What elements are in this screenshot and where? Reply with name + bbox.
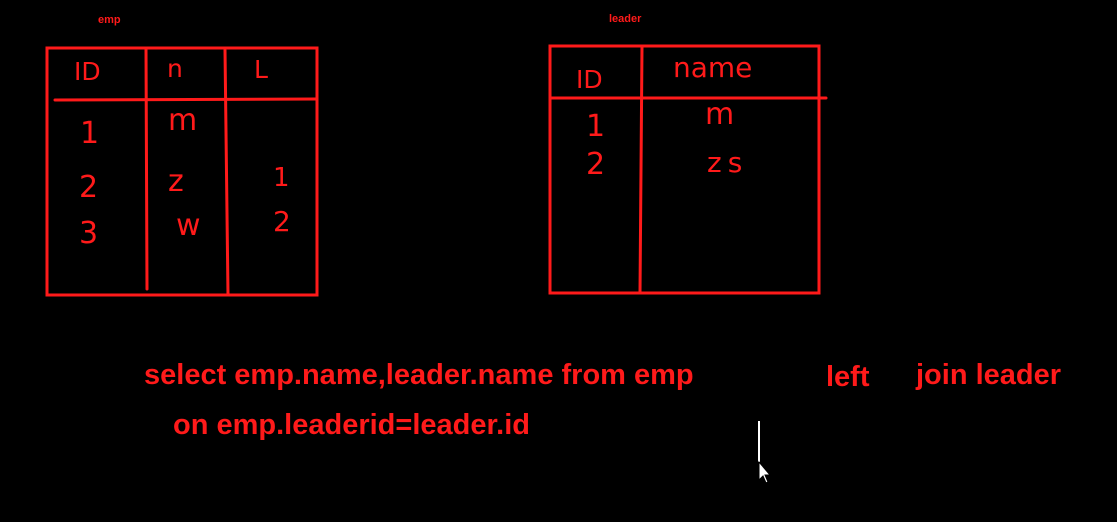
emp-col-divider-2	[223, 48, 230, 297]
emp-table-grid	[45, 46, 319, 297]
emp-row1-name: m	[168, 103, 197, 138]
leader-row1-name: m	[705, 97, 734, 132]
emp-row2-name: z	[168, 164, 184, 199]
emp-header-n: n	[167, 54, 183, 83]
emp-header-l: L	[254, 55, 268, 84]
emp-header-divider	[53, 97, 319, 102]
leader-table-border	[548, 44, 821, 295]
leader-header-id: ID	[576, 65, 603, 94]
sql-join-clause: join leader	[916, 359, 1062, 391]
leader-header-name: name	[673, 51, 752, 84]
leader-row2-id: 2	[586, 147, 605, 182]
leader-table-title: leader	[609, 13, 642, 25]
emp-col-divider-1	[144, 46, 149, 291]
emp-table-title: emp	[98, 14, 121, 26]
leader-col-divider	[638, 44, 644, 295]
leader-row1-id: 1	[586, 109, 605, 144]
leader-row2-name: zs	[707, 146, 748, 179]
sql-select-clause: select emp.name,leader.name from emp	[144, 359, 694, 391]
sql-left-keyword: left	[826, 361, 870, 393]
sql-on-clause: on emp.leaderid=leader.id	[173, 409, 530, 441]
emp-row3-id: 3	[79, 216, 98, 251]
emp-row1-id: 1	[80, 116, 99, 151]
emp-row2-leader: 1	[273, 163, 290, 193]
mouse-pointer-icon	[758, 421, 771, 484]
emp-row3-name: w	[176, 208, 201, 243]
emp-header-id: ID	[74, 57, 101, 86]
emp-row3-leader: 2	[273, 205, 291, 238]
leader-table-grid	[548, 44, 828, 295]
emp-table-border	[45, 46, 319, 297]
emp-row2-id: 2	[79, 170, 98, 205]
